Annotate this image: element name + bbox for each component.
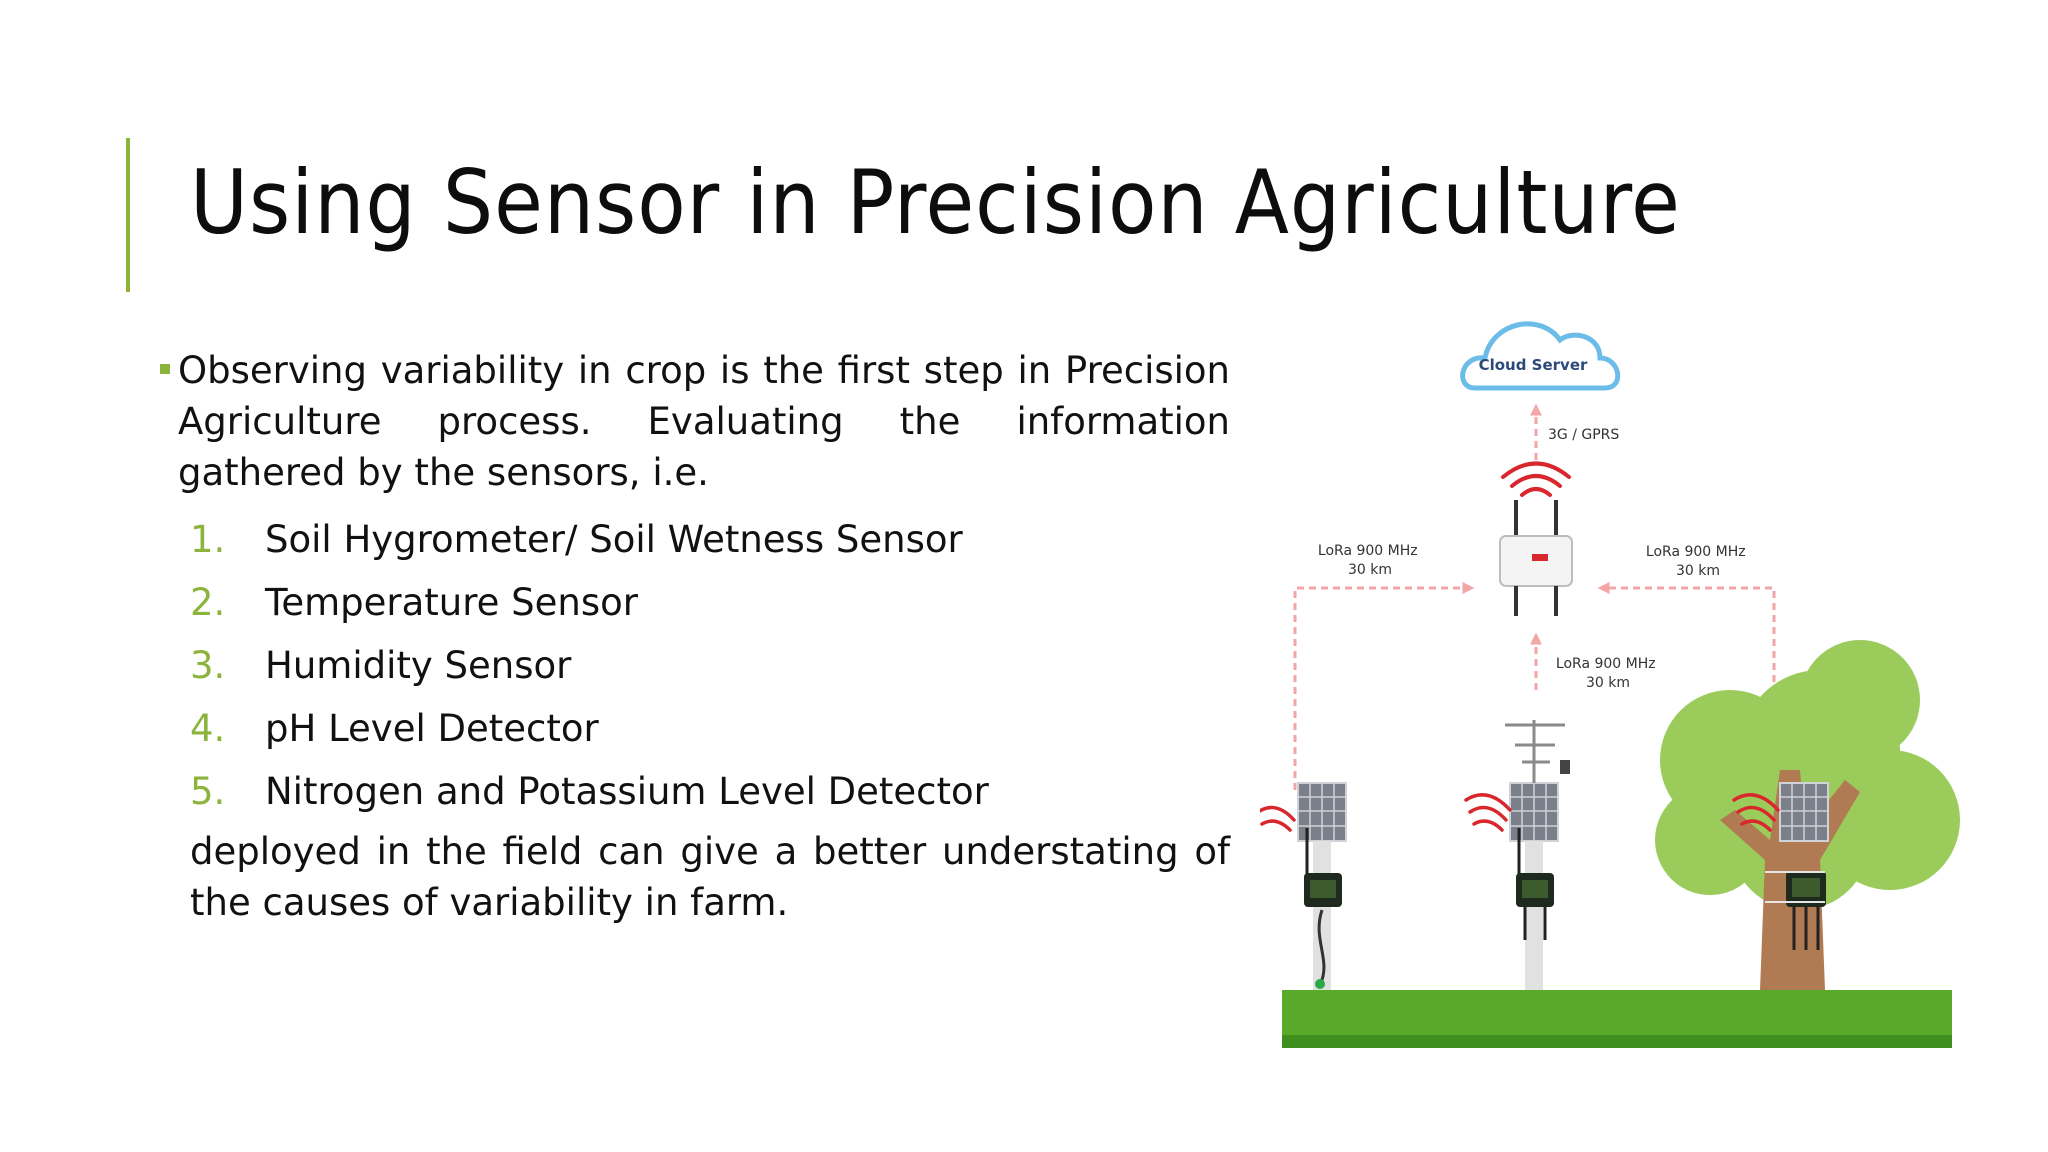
list-item: 1. Soil Hygrometer/ Soil Wetness Sensor (160, 508, 1230, 571)
sensor-cable (1317, 909, 1326, 986)
list-number: 5. (190, 770, 226, 813)
cloud-label: Cloud Server (1479, 356, 1588, 374)
left-link-line1: LoRa 900 MHz (1318, 543, 1418, 559)
center-link-line1: LoRa 900 MHz (1556, 656, 1656, 672)
outro-text: deployed in the field can give a better … (190, 830, 1230, 924)
list-text: Temperature Sensor (265, 581, 638, 624)
center-link-label: LoRa 900 MHz 30 km (1556, 656, 1660, 691)
cloud-server-icon (1460, 321, 1621, 391)
list-number: 2. (190, 581, 226, 624)
list-item: 3. Humidity Sensor (160, 634, 1230, 697)
bullet-square-icon (160, 364, 170, 374)
signal-waves-icon (1260, 793, 1780, 832)
slide-body: Observing variability in crop is the fir… (160, 345, 1230, 928)
sensor-pole (1313, 841, 1331, 991)
center-link-line2: 30 km (1586, 675, 1630, 691)
slide-title: Using Sensor in Precision Agriculture (190, 151, 1681, 254)
left-link-arrow (1293, 582, 1475, 790)
sensor-node-icon (1304, 828, 1342, 907)
title-accent-bar (126, 138, 130, 292)
weather-station-icon (1505, 720, 1570, 783)
sensor-list: 1. Soil Hygrometer/ Soil Wetness Sensor 2… (160, 508, 1230, 823)
sensor-node-icon (1516, 828, 1554, 940)
left-link-label: LoRa 900 MHz 30 km (1318, 543, 1422, 578)
list-item: 4. pH Level Detector (160, 697, 1230, 760)
list-number: 3. (190, 644, 226, 687)
solar-panel-icon (1509, 782, 1559, 842)
left-link-line2: 30 km (1348, 562, 1392, 578)
gateway-device-icon (1499, 500, 1573, 616)
grass-shadow (1282, 1035, 1952, 1048)
list-text: pH Level Detector (265, 707, 599, 750)
list-item: 2. Temperature Sensor (160, 571, 1230, 634)
intro-bullet: Observing variability in crop is the fir… (160, 345, 1230, 498)
right-link-line1: LoRa 900 MHz (1646, 544, 1746, 560)
list-text: Humidity Sensor (265, 644, 572, 687)
list-text: Soil Hygrometer/ Soil Wetness Sensor (265, 518, 963, 561)
right-link-label: LoRa 900 MHz 30 km (1646, 544, 1750, 579)
solar-panel-icon (1779, 782, 1829, 842)
right-link-line2: 30 km (1676, 563, 1720, 579)
signal-waves-icon (1501, 461, 1571, 497)
intro-text: Observing variability in crop is the fir… (178, 349, 1230, 494)
iot-network-diagram: Cloud Server 3G / GPRS LoRa 900 MHz 30 k… (1260, 321, 1960, 1048)
sensor-pole (1525, 841, 1543, 991)
list-number: 1. (190, 518, 226, 561)
list-text: Nitrogen and Potassium Level Detector (265, 770, 989, 813)
right-link-arrow (1597, 582, 1776, 790)
solar-panel-icon (1297, 782, 1347, 842)
list-number: 4. (190, 707, 226, 750)
soil-probe-icon (1315, 979, 1325, 989)
list-item: 5. Nitrogen and Potassium Level Detector (160, 760, 1230, 823)
sensor-node-icon (1765, 871, 1826, 950)
uplink-label: 3G / GPRS (1548, 427, 1619, 443)
